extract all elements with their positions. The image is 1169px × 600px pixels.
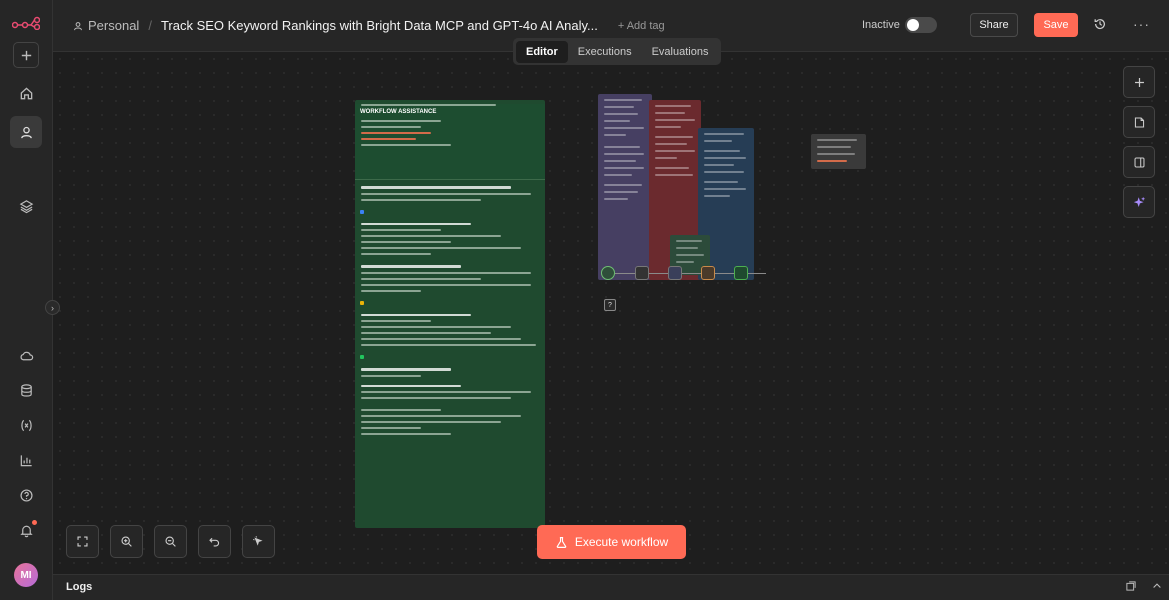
notification-dot <box>32 520 37 525</box>
node-ai-agent[interactable] <box>668 266 682 280</box>
plus-icon <box>1134 77 1144 87</box>
fit-view-button[interactable] <box>66 525 99 558</box>
tab-evaluations[interactable]: Evaluations <box>651 45 709 58</box>
chevron-up-icon[interactable] <box>1151 580 1163 592</box>
node-connection <box>748 272 766 274</box>
chart-icon <box>20 454 32 466</box>
breadcrumb-project-label: Personal <box>88 18 140 33</box>
node-set-input[interactable] <box>635 266 649 280</box>
tidy-up-button[interactable] <box>242 525 275 558</box>
variables-icon <box>20 419 32 431</box>
execute-workflow-button[interactable]: Execute workflow <box>537 525 686 559</box>
fit-view-icon <box>77 536 88 547</box>
avatar[interactable]: MI <box>14 563 38 587</box>
sticky-note-trigger-section[interactable] <box>598 94 652 280</box>
add-tag-button[interactable]: + Add tag <box>617 19 665 32</box>
active-status-label: Inactive <box>862 19 900 31</box>
workflow-canvas[interactable]: WORKFLOW ASSISTANCE <box>53 52 1169 574</box>
sidebar-item-overview[interactable] <box>10 77 42 109</box>
sticky-note-workflow-assistance[interactable]: WORKFLOW ASSISTANCE <box>355 100 545 528</box>
breadcrumb-separator: / <box>148 18 152 33</box>
node-connection <box>715 272 734 274</box>
sticky-note-title: WORKFLOW ASSISTANCE <box>360 109 437 115</box>
zoom-in-icon <box>121 536 132 547</box>
sidebar-item-templates[interactable] <box>10 374 42 406</box>
save-button[interactable]: Save <box>1034 13 1078 37</box>
history-icon[interactable] <box>1093 17 1107 31</box>
node-format-results[interactable] <box>701 266 715 280</box>
editor-tabs: Editor Executions Evaluations <box>513 38 722 65</box>
database-icon <box>20 383 32 397</box>
node-connection <box>682 272 701 274</box>
chevron-right-icon: › <box>51 302 54 313</box>
zoom-out-icon <box>165 536 176 547</box>
sticky-note-icon <box>1134 117 1144 127</box>
panel-icon <box>1134 157 1144 167</box>
flask-icon <box>556 536 567 548</box>
pop-out-icon[interactable] <box>1125 580 1137 592</box>
sidebar-item-variables[interactable] <box>10 409 42 441</box>
add-sticky-button[interactable] <box>1123 106 1155 138</box>
node-manual-trigger[interactable] <box>601 266 615 280</box>
n8n-logo-icon[interactable] <box>12 16 40 30</box>
logs-label: Logs <box>66 581 93 593</box>
create-button[interactable] <box>13 42 39 68</box>
logs-actions <box>1125 580 1163 592</box>
sticky-note-header: WORKFLOW ASSISTANCE <box>355 104 545 180</box>
logs-panel-bar[interactable]: Logs <box>53 574 1169 600</box>
sidebar-item-personal[interactable] <box>10 116 42 148</box>
node-connection <box>615 272 635 274</box>
home-icon <box>20 86 32 99</box>
cloud-icon <box>19 351 33 360</box>
tidy-up-icon <box>253 536 263 546</box>
sidebar-item-cloud[interactable] <box>10 339 42 371</box>
breadcrumb: Personal / Track SEO Keyword Rankings wi… <box>73 18 665 33</box>
sidebar-item-help[interactable] <box>10 479 42 511</box>
undo-button[interactable] <box>198 525 231 558</box>
zoom-in-button[interactable] <box>110 525 143 558</box>
add-node-button[interactable] <box>1123 66 1155 98</box>
node-google-sheets[interactable] <box>734 266 748 280</box>
more-options-icon[interactable]: ··· <box>1133 16 1150 32</box>
bell-icon <box>19 525 33 537</box>
sidebar-item-projects[interactable] <box>10 190 42 222</box>
tab-executions[interactable]: Executions <box>577 45 632 58</box>
user-icon <box>20 126 32 138</box>
user-icon <box>74 21 82 30</box>
help-icon <box>19 488 33 502</box>
sidebar-collapse-button[interactable]: › <box>45 300 60 315</box>
execute-workflow-label: Execute workflow <box>574 535 669 549</box>
zoom-out-button[interactable] <box>154 525 187 558</box>
tab-editor[interactable]: Editor <box>516 40 568 63</box>
workflow-title[interactable]: Track SEO Keyword Rankings with Bright D… <box>160 18 598 33</box>
sticky-note-contact[interactable] <box>811 134 866 169</box>
plus-icon <box>21 50 31 60</box>
undo-icon <box>209 537 220 547</box>
active-toggle[interactable] <box>905 17 937 33</box>
node-connection <box>649 272 668 274</box>
sidebar-item-notifications[interactable] <box>10 514 42 546</box>
left-sidebar: MI <box>0 0 53 600</box>
ai-assistant-button[interactable] <box>1123 186 1155 218</box>
node-help[interactable]: ? <box>604 299 616 311</box>
toggle-panel-button[interactable] <box>1123 146 1155 178</box>
sidebar-item-insights[interactable] <box>10 444 42 476</box>
layers-icon <box>19 199 33 213</box>
sparkle-icon <box>1133 196 1145 207</box>
toggle-knob <box>907 19 919 31</box>
breadcrumb-project[interactable]: Personal <box>73 18 139 33</box>
share-button[interactable]: Share <box>970 13 1018 37</box>
